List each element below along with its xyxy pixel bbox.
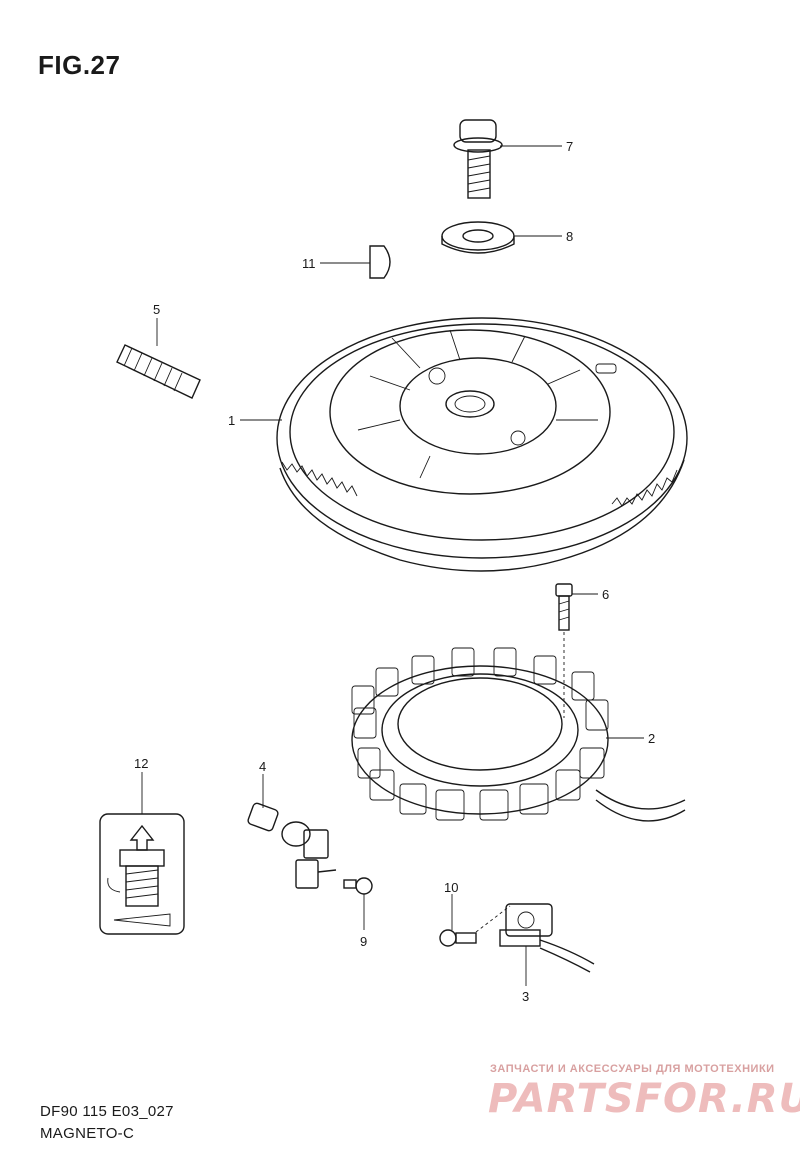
callout-8: 8 bbox=[566, 229, 573, 244]
figure-title: FIG.27 bbox=[38, 50, 121, 80]
callout-5: 5 bbox=[153, 302, 160, 317]
pickup-coil-part[interactable] bbox=[499, 903, 595, 973]
washer-part[interactable] bbox=[441, 221, 515, 254]
screw-part[interactable] bbox=[343, 877, 373, 895]
callout-4: 4 bbox=[259, 759, 266, 774]
callout-11: 11 bbox=[302, 256, 316, 271]
watermark-logo: PARTSFOR.RU bbox=[488, 1076, 800, 1122]
flywheel-part[interactable] bbox=[276, 317, 688, 572]
callout-9: 9 bbox=[360, 934, 367, 949]
stator-bolt-part[interactable] bbox=[555, 583, 573, 631]
stator-part[interactable] bbox=[351, 647, 686, 822]
callout-1: 1 bbox=[228, 413, 235, 428]
tightening-instruction-box bbox=[99, 813, 185, 935]
sensor-connector-part[interactable] bbox=[247, 802, 337, 889]
pickup-bolt-part[interactable] bbox=[439, 905, 511, 947]
callout-7: 7 bbox=[566, 139, 573, 154]
callout-6: 6 bbox=[602, 587, 609, 602]
callout-3: 3 bbox=[522, 989, 529, 1004]
callout-10: 10 bbox=[444, 880, 458, 895]
document-code: DF90 115 E03_027 bbox=[40, 1103, 174, 1120]
spring-pin-part[interactable] bbox=[116, 344, 201, 399]
flange-bolt-part[interactable] bbox=[453, 119, 503, 199]
section-name: MAGNETO-C bbox=[40, 1125, 135, 1142]
woodruff-key-part[interactable] bbox=[369, 245, 391, 279]
callout-2: 2 bbox=[648, 731, 655, 746]
callout-12: 12 bbox=[134, 756, 148, 771]
watermark-tagline: ЗАПЧАСТИ И АКСЕССУАРЫ ДЛЯ МОТОТЕХНИКИ bbox=[490, 1063, 775, 1075]
